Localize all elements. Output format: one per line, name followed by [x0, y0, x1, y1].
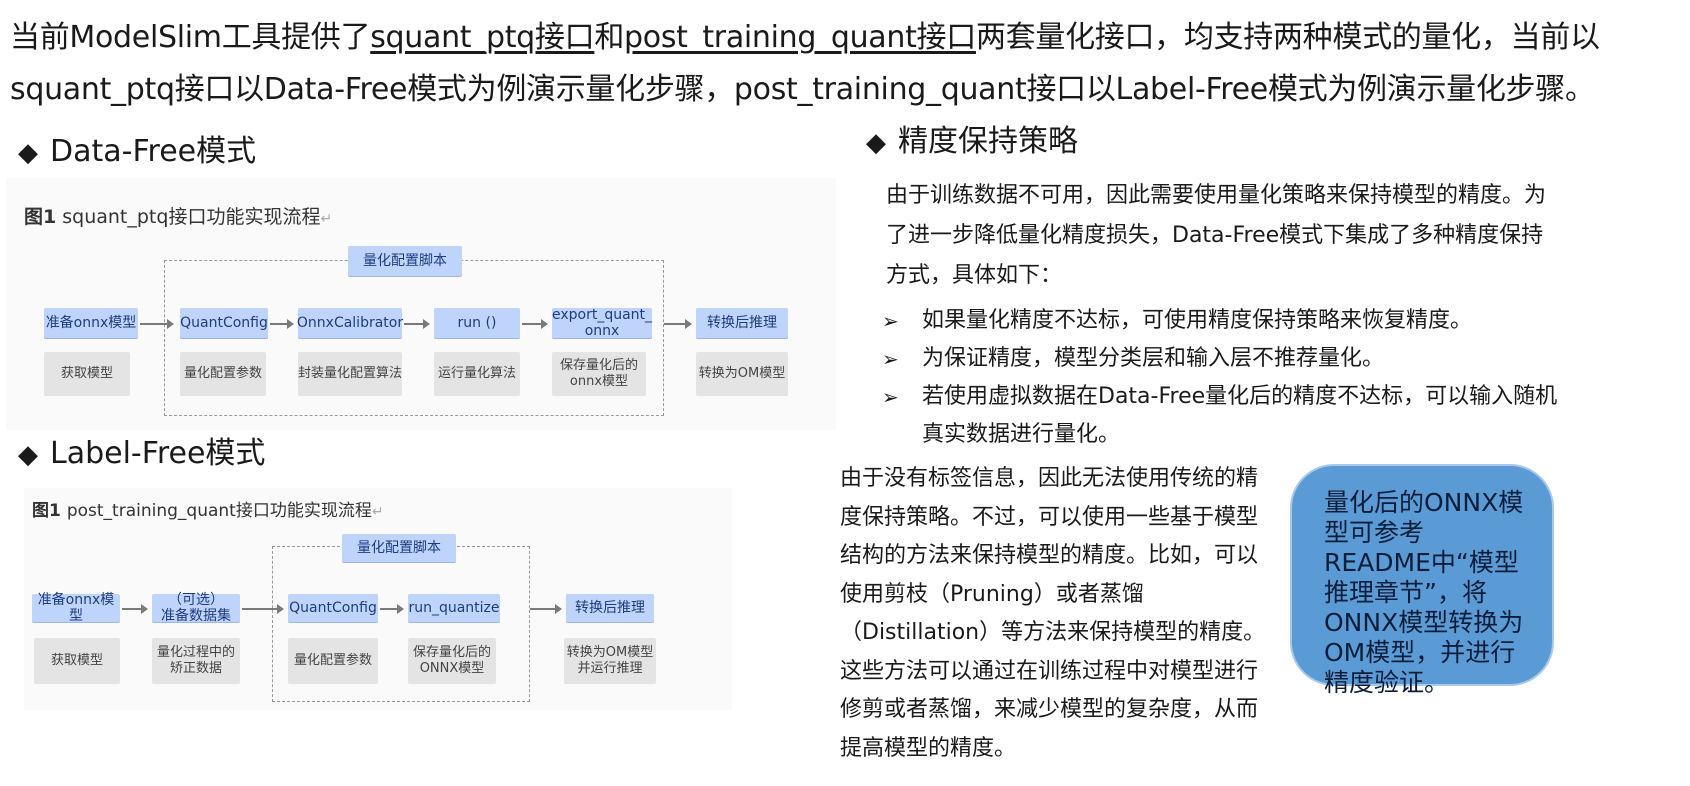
config-script-box: 量化配置脚本: [342, 534, 456, 562]
flow-arrow: [140, 319, 174, 329]
diamond-bullet-icon: ◆: [866, 128, 886, 158]
arrow-bullet-icon: ➢: [882, 309, 899, 333]
strategy-bullet-text: 若使用虚拟数据在Data-Free量化后的精度不达标，可以输入随机真实数据进行量…: [922, 384, 1558, 447]
flow-step-prepare-onnx: 准备onnx模型: [32, 592, 120, 624]
label-free-heading-text: Label-Free模式: [50, 436, 266, 471]
diamond-bullet-icon: ◆: [18, 440, 38, 470]
flow-step-convert-infer: 转换后推理: [696, 308, 788, 338]
sub-step-get-model: 获取模型: [44, 352, 130, 396]
label-free-strategy-text: 由于没有标签信息，因此无法使用传统的精度保持策略。不过，可以使用一些基于模型结构…: [840, 466, 1266, 761]
strategy-bullet: ➢ 如果量化精度不达标，可使用精度保持策略来恢复精度。: [882, 302, 1562, 340]
squant-ptq-link[interactable]: squant_ptq接口: [370, 20, 595, 55]
intro-paragraph: 当前ModelSlim工具提供了squant_ptq接口和post_traini…: [10, 12, 1680, 116]
flow-step-export-quant-onnx: export_quant_ onnx: [551, 307, 653, 339]
intro-line-2: squant_ptq接口以Data-Free模式为例演示量化步骤，post_tr…: [10, 72, 1595, 107]
diamond-bullet-icon: ◆: [18, 138, 38, 168]
sub-step-wrap-algorithm: 封装量化配置算法: [298, 352, 402, 396]
flow-arrow: [242, 604, 284, 614]
flow-step-run-quantize: run_quantize: [408, 594, 500, 622]
strategy-bullet: ➢ 为保证精度，模型分类层和输入层不推荐量化。: [882, 340, 1562, 378]
strategy-heading: ◆ 精度保持策略: [866, 124, 1078, 161]
sub-step-config-params: 量化配置参数: [288, 638, 378, 684]
flow-step-onnxcalibrator: OnnxCalibrator: [297, 308, 403, 338]
flow-arrow: [270, 319, 294, 329]
flow-step-convert-infer: 转换后推理: [566, 594, 654, 622]
sub-step-convert-om: 转换为OM模型: [696, 352, 788, 396]
sub-step-save-onnx: 保存量化后的 onnx模型: [552, 352, 646, 396]
flow-step-quantconfig: QuantConfig: [180, 308, 268, 338]
intro-text: 两套量化接口，均支持两种模式的量化，当前以: [975, 20, 1600, 55]
flow-step-prepare-onnx: 准备onnx模型: [44, 308, 138, 338]
strategy-bullet: ➢ 若使用虚拟数据在Data-Free量化后的精度不达标，可以输入随机真实数据进…: [882, 378, 1562, 454]
flow-arrow: [404, 319, 430, 329]
config-script-box: 量化配置脚本: [348, 246, 462, 276]
flow-step-quantconfig: QuantConfig: [288, 594, 378, 622]
sub-step-calibration-data: 量化过程中的 矫正数据: [152, 638, 240, 684]
sub-step-get-model: 获取模型: [34, 638, 120, 684]
strategy-heading-text: 精度保持策略: [898, 124, 1078, 159]
flow-step-run: run (): [434, 308, 520, 338]
post-training-quant-link[interactable]: post_training_quant接口: [624, 20, 976, 55]
flow-arrow: [122, 604, 148, 614]
sub-step-save-onnx: 保存量化后的 ONNX模型: [408, 638, 496, 684]
strategy-intro: 由于训练数据不可用，因此需要使用量化策略来保持模型的精度。为了进一步降低量化精度…: [886, 183, 1547, 288]
flow-arrow: [664, 319, 692, 329]
arrow-bullet-icon: ➢: [882, 347, 899, 371]
intro-text: 当前ModelSlim工具提供了: [10, 20, 371, 55]
intro-text: 和: [594, 20, 625, 55]
figure-caption-text: post_training_quant接口功能实现流程: [66, 501, 372, 521]
sub-step-config-params: 量化配置参数: [180, 352, 266, 396]
figure-caption-text: squant_ptq接口功能实现流程: [62, 206, 321, 228]
figure-label: 图1: [32, 501, 61, 521]
onnx-readme-callout: 量化后的ONNX模型可参考README中“模型推理章节”，将ONNX模型转换为O…: [1290, 464, 1554, 697]
flow-arrow: [530, 604, 562, 614]
strategy-bullet-text: 如果量化精度不达标，可使用精度保持策略来恢复精度。: [922, 308, 1473, 333]
flow-step-prepare-dataset: （可选） 准备数据集: [152, 592, 240, 624]
label-free-heading: ◆ Label-Free模式: [18, 436, 265, 473]
arrow-bullet-icon: ➢: [882, 385, 899, 409]
sub-step-run-algorithm: 运行量化算法: [434, 352, 520, 396]
figure-label: 图1: [24, 206, 57, 228]
sub-step-convert-om-infer: 转换为OM模型 并运行推理: [564, 638, 656, 684]
flow-arrow: [522, 319, 548, 329]
data-free-heading-text: Data-Free模式: [50, 134, 257, 169]
data-free-heading: ◆ Data-Free模式: [18, 134, 256, 171]
strategy-bullet-text: 为保证精度，模型分类层和输入层不推荐量化。: [922, 346, 1385, 371]
flow-arrow: [380, 604, 404, 614]
intro-line-1: 当前ModelSlim工具提供了squant_ptq接口和post_traini…: [10, 12, 1680, 64]
